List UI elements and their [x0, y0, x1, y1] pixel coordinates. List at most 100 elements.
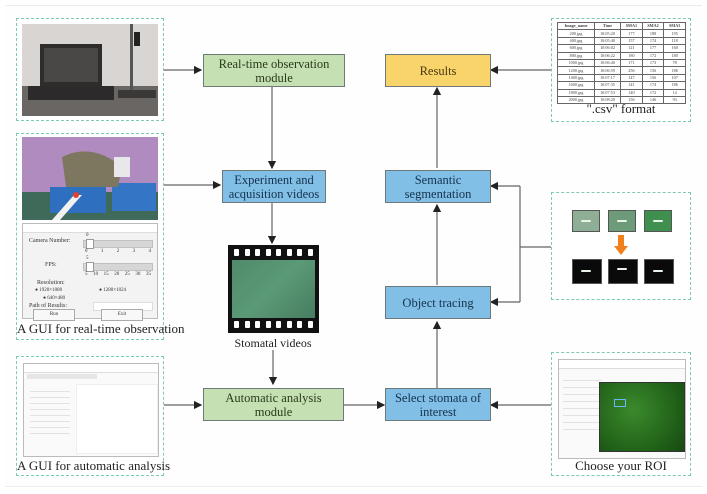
- automatic-gui-preview: [76, 384, 158, 454]
- csv-cell: 156: [641, 73, 665, 83]
- csv-column-header: SMA3: [663, 21, 686, 31]
- csv-column-header: SMA2: [641, 21, 665, 31]
- csv-cell: 188: [641, 29, 665, 38]
- fps-slider-thumb[interactable]: [86, 262, 94, 272]
- csv-cell: 1200.jpg: [557, 66, 595, 75]
- csv-cell: 180: [620, 51, 643, 60]
- box-object-tracing: Object tracing: [385, 286, 491, 319]
- csv-cell: 10:07:35: [593, 81, 622, 90]
- mask-image-1: [572, 259, 602, 284]
- csv-cell: 10:08:20: [593, 95, 622, 105]
- automatic-gui-window: [23, 363, 159, 457]
- csv-cell: 10:07:53: [593, 88, 622, 97]
- csv-cell: 107: [663, 73, 686, 83]
- stomata-image-2: [608, 210, 636, 232]
- csv-cell: 200.jpg: [557, 29, 595, 38]
- csv-cell: 400.jpg: [557, 36, 595, 46]
- camera-slider-tick: 2: [116, 249, 120, 254]
- csv-cell: 156: [641, 66, 665, 75]
- csv-cell: 78: [663, 58, 686, 68]
- arrow-mask-bracket: [519, 186, 551, 248]
- csv-cell: 10:06:02: [593, 44, 622, 53]
- fps-slider-tick: 20: [114, 272, 120, 277]
- csv-column-header: Time: [593, 21, 622, 31]
- camera-number-value: 0: [86, 233, 89, 238]
- caption-gui-realtime: A GUI for real-time observation: [17, 321, 185, 336]
- csv-cell: 14: [663, 88, 686, 97]
- camera-slider-tick: 4: [148, 249, 152, 254]
- roi-gui-form: [563, 374, 601, 434]
- microscope-setup-photo: [22, 24, 158, 116]
- csv-cell: 10:06:59: [593, 66, 622, 75]
- csv-cell: 172: [641, 88, 665, 97]
- box-select-stomata: Select stomata of interest: [385, 388, 491, 421]
- csv-cell: 256: [620, 66, 643, 75]
- csv-cell: 173: [641, 58, 665, 68]
- box-experiment-acquisition-videos: Experiment and acquisition videos: [222, 170, 326, 203]
- csv-cell: 160: [663, 44, 686, 53]
- orange-down-arrow-icon: [614, 235, 628, 255]
- film-holes-top: [234, 249, 313, 257]
- run-button[interactable]: Run: [33, 309, 75, 321]
- csv-cell: 157: [620, 36, 643, 46]
- csv-cell: 10:05:20: [593, 29, 622, 38]
- resolution-option-3[interactable]: ● 640×480: [43, 296, 66, 301]
- box-automatic-analysis-module: Automatic analysis module: [203, 388, 344, 421]
- box-semantic-segmentation: Semantic segmentation: [385, 170, 491, 203]
- automatic-gui-titlebar: [24, 364, 158, 373]
- fps-slider-tick: 10: [93, 272, 99, 277]
- csv-cell: 156: [620, 95, 643, 105]
- caption-stomatal-videos: Stomatal videos: [234, 336, 312, 350]
- exit-button[interactable]: Exit: [101, 309, 143, 321]
- csv-cell: 1600.jpg: [557, 81, 595, 90]
- roi-selection-marker[interactable]: [614, 399, 626, 407]
- camera-number-slider[interactable]: [83, 239, 153, 249]
- camera-slider-thumb[interactable]: [86, 239, 94, 249]
- roi-gui-titlebar: [559, 360, 685, 369]
- csv-cell: 121: [620, 44, 643, 53]
- csv-cell: 180: [663, 51, 686, 60]
- panel-microscope-photo: [16, 18, 164, 121]
- fps-slider-tick: 25: [124, 272, 130, 277]
- panel-choose-roi: Choose your ROI: [551, 352, 691, 476]
- film-holes-bottom: [234, 321, 313, 329]
- csv-cell: 186: [663, 81, 686, 90]
- roi-stomata-preview: [599, 382, 685, 452]
- mask-image-3: [644, 259, 674, 284]
- csv-cell: 1800.jpg: [557, 88, 595, 97]
- camera-slider-tick: 1: [100, 249, 104, 254]
- path-of-results-label: Path of Results:: [29, 303, 68, 309]
- resolution-option-1[interactable]: ● 1920×1080: [35, 288, 63, 293]
- csv-cell: 1400.jpg: [557, 73, 595, 83]
- camera-number-label: Camera Number:: [29, 238, 71, 244]
- fps-slider-tick: 15: [103, 272, 109, 277]
- stomata-image-1: [572, 210, 600, 232]
- camera-slider-tick: 0: [85, 249, 88, 254]
- csv-cell: 600.jpg: [557, 44, 595, 53]
- csv-cell: 800.jpg: [557, 51, 595, 60]
- fps-slider[interactable]: [83, 262, 153, 272]
- csv-cell: 1000.jpg: [557, 58, 595, 68]
- csv-cell: 195: [663, 29, 686, 38]
- gui-titlebar: [23, 224, 157, 233]
- fps-slider-tick: 35: [145, 272, 151, 277]
- csv-cell: 10:07:17: [593, 73, 622, 83]
- resolution-option-2[interactable]: ● 1280×1024: [99, 288, 127, 293]
- csv-cell: 177: [641, 44, 665, 53]
- csv-cell: 10:05:40: [593, 36, 622, 46]
